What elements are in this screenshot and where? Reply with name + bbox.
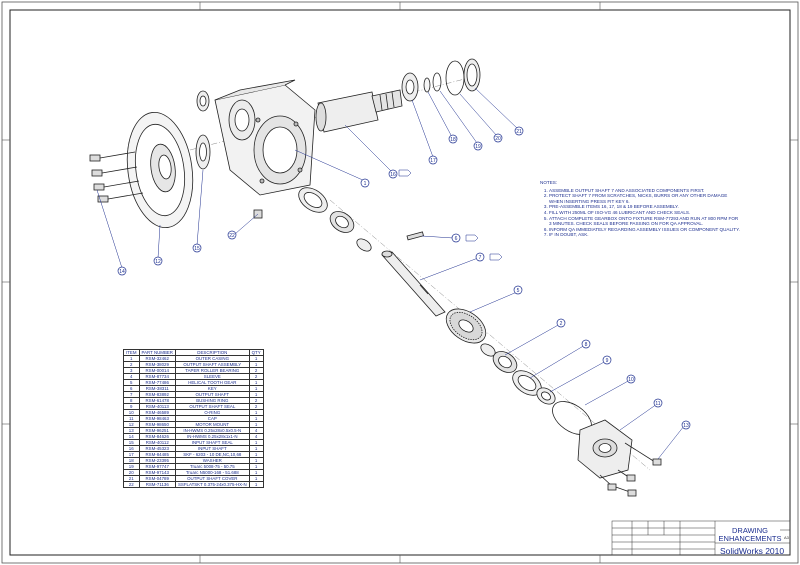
svg-text:18: 18 (450, 137, 456, 143)
balloon-16: 16 (388, 169, 398, 179)
svg-text:14: 14 (119, 269, 125, 275)
balloon-8: 8 (581, 339, 591, 349)
helical-gear (445, 308, 487, 344)
note-item: IF IN DOUBT, ASK. (549, 232, 740, 238)
svg-text:22: 22 (229, 233, 235, 239)
svg-text:11: 11 (655, 401, 660, 407)
svg-text:19: 19 (475, 144, 481, 150)
balloon-11: 11 (653, 398, 663, 408)
circlip-large (445, 60, 465, 96)
balloon-12: 12 (153, 256, 163, 266)
input-shaft (315, 89, 403, 133)
balloon-20: 20 (493, 133, 503, 143)
bolts-left (89, 151, 144, 203)
note-item: PROTECT SHAFT 7 FROM SCRATCHES, NICKS, B… (549, 193, 740, 204)
assembly-notes: NOTES: ASSEMBLE OUTPUT SHAFT 7 AND ASSOC… (540, 180, 740, 238)
drawing-title: DRAWING ENHANCEMENTS (718, 526, 782, 543)
bom-cell-description: TAPER ROLLER BEARING (174, 367, 250, 374)
note-flags (398, 169, 503, 261)
output-shaft (381, 250, 446, 317)
assembly-axis (329, 199, 651, 471)
balloon-19: 19 (473, 141, 483, 151)
bom-cell-item: 22 (123, 481, 140, 488)
bom-header-part-number: PART NUMBER (138, 349, 176, 356)
svg-text:15: 15 (194, 246, 200, 252)
bom-header-item: ITEM (123, 349, 140, 356)
note-item: INFORM QA IMMEDIATELY REGARDING ASSEMBLY… (549, 227, 740, 233)
bolts-right (599, 442, 662, 497)
balloon-6: 6 (451, 233, 461, 243)
svg-text:12: 12 (155, 259, 161, 265)
key (406, 231, 424, 241)
balloon-7: 7 (475, 252, 485, 262)
notes-heading: NOTES: (540, 180, 558, 185)
software-label: SolidWorks 2010 (720, 546, 785, 556)
balloon-22: 22 (227, 230, 237, 240)
svg-text:2: 2 (560, 321, 563, 327)
notes-list: ASSEMBLE OUTPUT SHAFT 7 AND ASSOCIATED C… (540, 188, 740, 238)
bom-cell-description: Truarc N5000-168 - 51.688 (174, 469, 250, 476)
balloon-1: 1 (360, 178, 370, 188)
motor-mount-flange (126, 111, 194, 229)
balloon-10: 10 (626, 374, 636, 384)
balloon-2: 2 (556, 318, 566, 328)
bom-cell-description: SKF - 6203 - 10 DE,NC,10,68 (174, 451, 250, 458)
svg-text:6: 6 (455, 236, 458, 242)
sleeve-1 (356, 238, 372, 252)
note-item: PRE-ASSEMBLE ITEMS 16, 17, 18 & 19 BEFOR… (549, 204, 740, 210)
svg-text:13: 13 (683, 423, 689, 429)
svg-text:7: 7 (479, 255, 482, 261)
balloon-5: 5 (513, 285, 523, 295)
bom-cell-description: SSFLATSKT 0.375-24x0.375-HX-N (174, 481, 250, 488)
svg-text:17: 17 (430, 158, 436, 164)
balloon-13: 13 (681, 420, 691, 430)
bom-cell-part-number: RSM-71136 (138, 481, 176, 488)
svg-text:1: 1 (364, 181, 367, 187)
balloon-9: 9 (602, 355, 612, 365)
bom-cell-description: OUTPUT SHAFT ASSEMBLY (174, 361, 250, 368)
leader-lines (96, 87, 685, 460)
circlip-small (432, 72, 442, 92)
balloon-callouts: 14 12 15 22 1 16 17 18 19 20 21 6 7 5 2 … (117, 126, 691, 430)
cap (577, 419, 633, 479)
balloon-17: 17 (428, 155, 438, 165)
svg-text:10: 10 (628, 377, 634, 383)
balloon-18: 18 (448, 134, 458, 144)
title-block (611, 520, 791, 556)
svg-text:20: 20 (495, 136, 501, 142)
balloon-15: 15 (192, 243, 202, 253)
bom-cell-description: IN-HWMS 0.25x28x0.5x0.5-N (174, 427, 250, 434)
balloon-14: 14 (117, 266, 127, 276)
note-item: FILL WITH 250ml OF ISO-VG 46 LUBRICANT A… (549, 210, 740, 216)
svg-text:9: 9 (606, 358, 609, 364)
washer (423, 77, 431, 93)
exploded-assembly-view (89, 58, 662, 497)
svg-text:16: 16 (390, 172, 396, 178)
note-item: ASSEMBLE OUTPUT SHAFT 7 AND ASSOCIATED C… (549, 188, 740, 194)
note-item: ATTACH COMPLETE GEARBOX ONTO FIXTURE RSM… (549, 216, 740, 227)
svg-text:5: 5 (517, 288, 520, 294)
bom-cell-qty: 1 (248, 481, 264, 488)
svg-text:8: 8 (585, 342, 588, 348)
outer-casing (214, 79, 316, 196)
sheet-size: A3 (784, 535, 789, 540)
svg-text:21: 21 (516, 129, 522, 135)
balloon-21: 21 (514, 126, 524, 136)
